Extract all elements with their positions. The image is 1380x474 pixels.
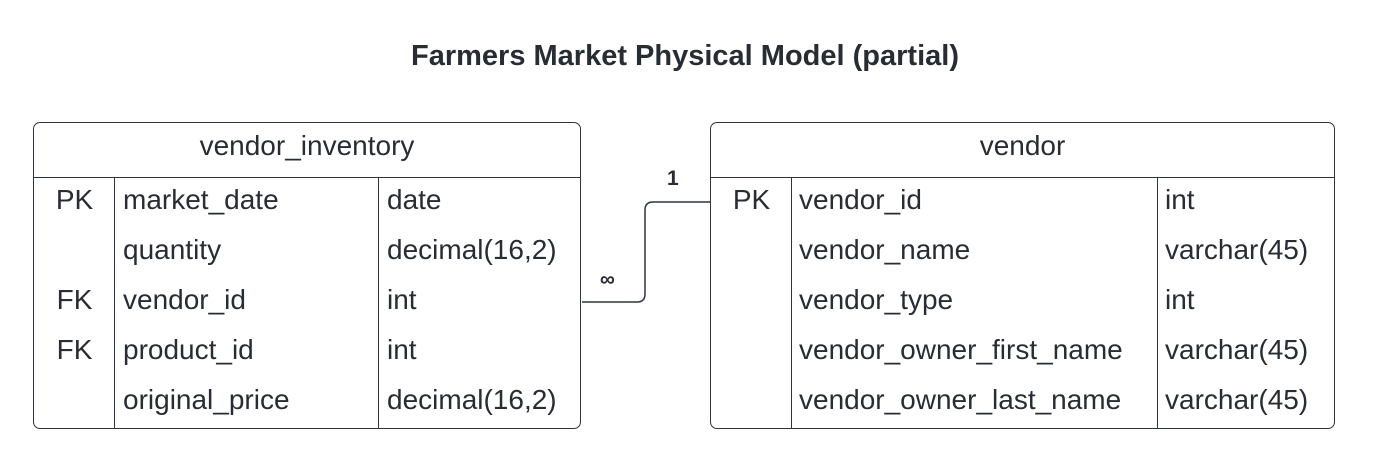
column-name-cell: vendor_type	[799, 284, 954, 315]
key-cell	[34, 228, 115, 278]
data-type-cell: int	[1165, 184, 1195, 215]
cardinality-one-label: 1	[667, 167, 679, 190]
key-cell: FK	[56, 334, 93, 365]
entity-columns: PK vendor_id int vendor_name varchar(45)…	[711, 178, 1334, 428]
column-name-cell: vendor_id	[123, 284, 246, 315]
column-divider	[378, 178, 379, 428]
key-cell	[711, 228, 792, 278]
entity-columns: PK market_date date quantity decimal(16,…	[34, 178, 580, 428]
column-name-cell: vendor_name	[799, 234, 971, 265]
table-row[interactable]: vendor_owner_last_name varchar(45)	[711, 378, 1334, 428]
diagram-title: Farmers Market Physical Model (partial)	[411, 40, 959, 72]
data-type-cell: int	[387, 284, 417, 315]
key-cell	[34, 378, 115, 428]
key-cell: FK	[56, 284, 93, 315]
entity-vendor[interactable]: vendor PK vendor_id int vendor_name varc…	[710, 122, 1335, 429]
column-divider	[114, 178, 115, 428]
table-row[interactable]: vendor_name varchar(45)	[711, 228, 1334, 278]
data-type-cell: decimal(16,2)	[387, 234, 557, 265]
table-row[interactable]: PK vendor_id int	[711, 178, 1334, 228]
table-row[interactable]: FK product_id int	[34, 328, 580, 378]
data-type-cell: int	[387, 334, 417, 365]
column-name-cell: product_id	[123, 334, 254, 365]
table-row[interactable]: quantity decimal(16,2)	[34, 228, 580, 278]
data-type-cell: decimal(16,2)	[387, 384, 557, 415]
column-name-cell: vendor_owner_first_name	[799, 334, 1123, 365]
entity-vendor-inventory[interactable]: vendor_inventory PK market_date date qua…	[33, 122, 581, 429]
data-type-cell: varchar(45)	[1165, 384, 1309, 415]
data-type-cell: date	[387, 184, 442, 215]
table-row[interactable]: original_price decimal(16,2)	[34, 378, 580, 428]
column-name-cell: vendor_id	[799, 184, 922, 215]
data-type-cell: int	[1165, 284, 1195, 315]
key-cell	[711, 278, 792, 328]
column-name-cell: vendor_owner_last_name	[799, 384, 1122, 415]
column-name-cell: quantity	[123, 234, 222, 265]
data-type-cell: varchar(45)	[1165, 334, 1309, 365]
key-cell	[711, 328, 792, 378]
column-name-cell: market_date	[123, 184, 279, 215]
key-cell: PK	[732, 184, 771, 215]
table-row[interactable]: vendor_type int	[711, 278, 1334, 328]
key-cell: PK	[55, 184, 94, 215]
cardinality-many-label: ∞	[600, 268, 615, 291]
table-row[interactable]: FK vendor_id int	[34, 278, 580, 328]
table-row[interactable]: vendor_owner_first_name varchar(45)	[711, 328, 1334, 378]
column-divider	[1157, 178, 1158, 428]
data-type-cell: varchar(45)	[1165, 234, 1309, 265]
entity-name: vendor	[711, 123, 1334, 178]
column-name-cell: original_price	[123, 384, 290, 415]
entity-name: vendor_inventory	[34, 123, 580, 178]
column-divider	[791, 178, 792, 428]
key-cell	[711, 378, 792, 428]
table-row[interactable]: PK market_date date	[34, 178, 580, 228]
